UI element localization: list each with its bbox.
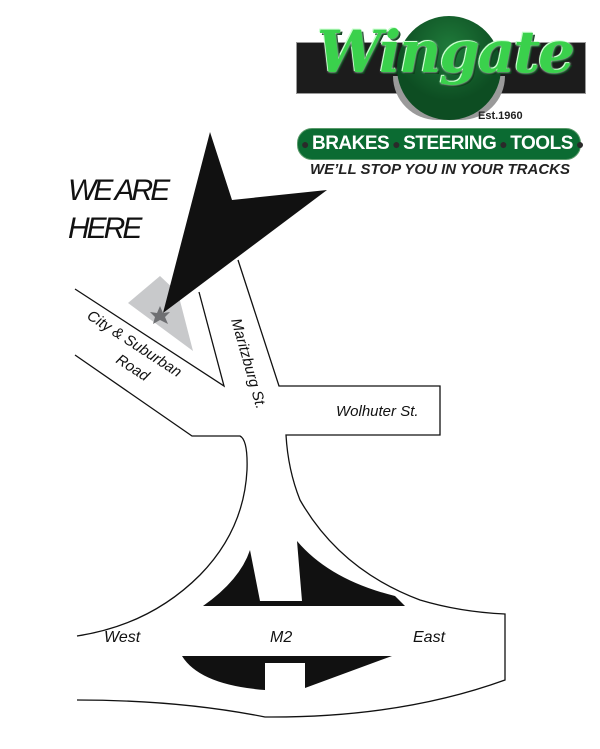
callout-line-1: WE ARE bbox=[68, 174, 170, 207]
service-tools: TOOLS bbox=[510, 133, 573, 154]
city-suburban-road-lower-edge bbox=[74, 354, 248, 637]
service-brakes: BRAKES bbox=[311, 133, 390, 154]
road-label-maritzburg: Maritzburg St. bbox=[227, 316, 269, 410]
interchange-island-south bbox=[182, 656, 392, 690]
star-icon bbox=[150, 306, 170, 324]
services-banner: ●BRAKES●STEERING●TOOLS● bbox=[297, 128, 584, 160]
we-are-here-callout: WE ARE HERE bbox=[68, 172, 170, 248]
logo-wordmark: Wingate bbox=[316, 18, 575, 86]
city-suburban-road-upper-edge bbox=[74, 288, 226, 388]
bullet-icon: ● bbox=[575, 136, 584, 152]
established-year: Est.1960 bbox=[478, 110, 523, 122]
callout-line-2: HERE bbox=[68, 212, 142, 245]
location-arrow bbox=[163, 132, 327, 313]
service-steering: STEERING bbox=[403, 133, 497, 154]
bullet-icon: ● bbox=[301, 136, 309, 152]
tagline: WE’LL STOP YOU IN YOUR TRACKS bbox=[309, 161, 571, 178]
maritzburg-wolhuter-edge bbox=[76, 259, 506, 718]
road-label-wolhuter: Wolhuter St. bbox=[336, 403, 419, 420]
road-label-m2: M2 bbox=[270, 629, 292, 646]
logo-green-circle bbox=[397, 16, 501, 120]
road-label-west: West bbox=[104, 629, 141, 646]
road-label-east: East bbox=[413, 629, 446, 646]
interchange-island-north bbox=[203, 541, 405, 606]
bullet-icon: ● bbox=[392, 136, 401, 152]
bullet-icon: ● bbox=[499, 136, 508, 152]
